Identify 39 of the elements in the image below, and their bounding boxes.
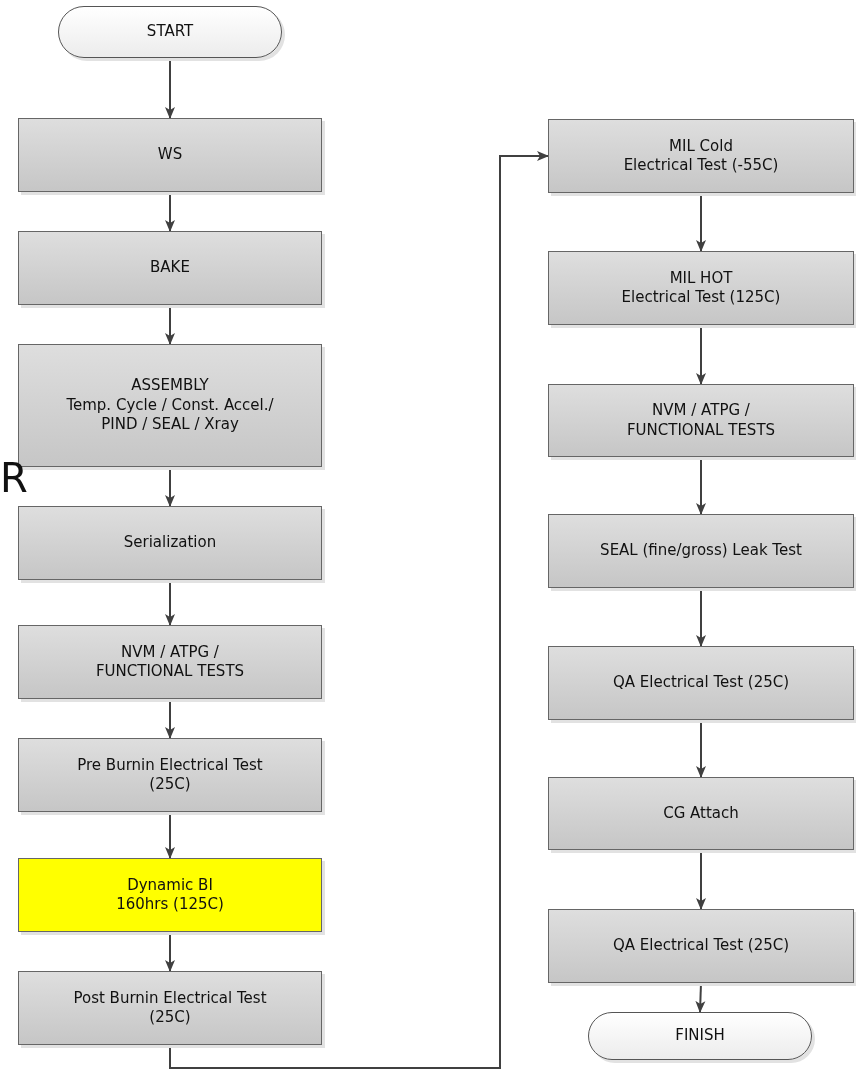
- process-box: [548, 119, 854, 193]
- process-box: [548, 777, 854, 850]
- node-label: NVM / ATPG / FUNCTIONAL TESTS: [94, 642, 246, 682]
- stray-letter: R: [0, 455, 28, 501]
- process-box: [548, 909, 854, 983]
- arrow: [169, 151, 549, 1069]
- node-label: Electrical Test (125C): [621, 288, 781, 308]
- node-label: WS: [157, 145, 183, 165]
- node-label: QA Electrical Test (25C): [612, 936, 790, 956]
- process-box: [18, 231, 322, 305]
- node-label: SEAL (fine/gross) Leak Test: [600, 541, 802, 561]
- node-label: MIL HOT: [669, 268, 733, 288]
- process-box: [18, 506, 322, 580]
- node-label: FINISH: [675, 1026, 725, 1046]
- highlighted-process-box: [18, 858, 322, 932]
- terminator-shape: [58, 6, 282, 58]
- process-box: [548, 646, 854, 720]
- node-label: CG Attach: [663, 803, 739, 824]
- node-label: Pre Burnin Electrical Test (25C): [76, 755, 264, 795]
- node-label: Dynamic BI: [127, 875, 213, 895]
- process-box: [18, 625, 322, 699]
- process-box: [18, 118, 322, 192]
- node-label: Post Burnin Electrical Test (25C): [72, 988, 268, 1028]
- node-label: BAKE: [150, 258, 190, 278]
- terminator-shape: [588, 1012, 812, 1060]
- process-box: [548, 251, 854, 325]
- process-box: [18, 738, 322, 812]
- node-label: Temp. Cycle / Const. Accel./ PIND / SEAL / Xray: [65, 395, 275, 435]
- node-label: Serialization: [123, 533, 217, 553]
- node-label: START: [146, 22, 194, 42]
- node-label: MIL Cold: [669, 136, 733, 156]
- process-box: [18, 971, 322, 1045]
- process-box: [548, 384, 854, 457]
- node-label: ASSEMBLY: [131, 376, 209, 396]
- node-label: QA Electrical Test (25C): [612, 673, 790, 693]
- node-label: NVM / ATPG / FUNCTIONAL TESTS: [625, 401, 777, 440]
- node-label: 160hrs (125C): [116, 895, 224, 915]
- node-label: Electrical Test (-55C): [623, 156, 779, 176]
- process-box: [548, 514, 854, 588]
